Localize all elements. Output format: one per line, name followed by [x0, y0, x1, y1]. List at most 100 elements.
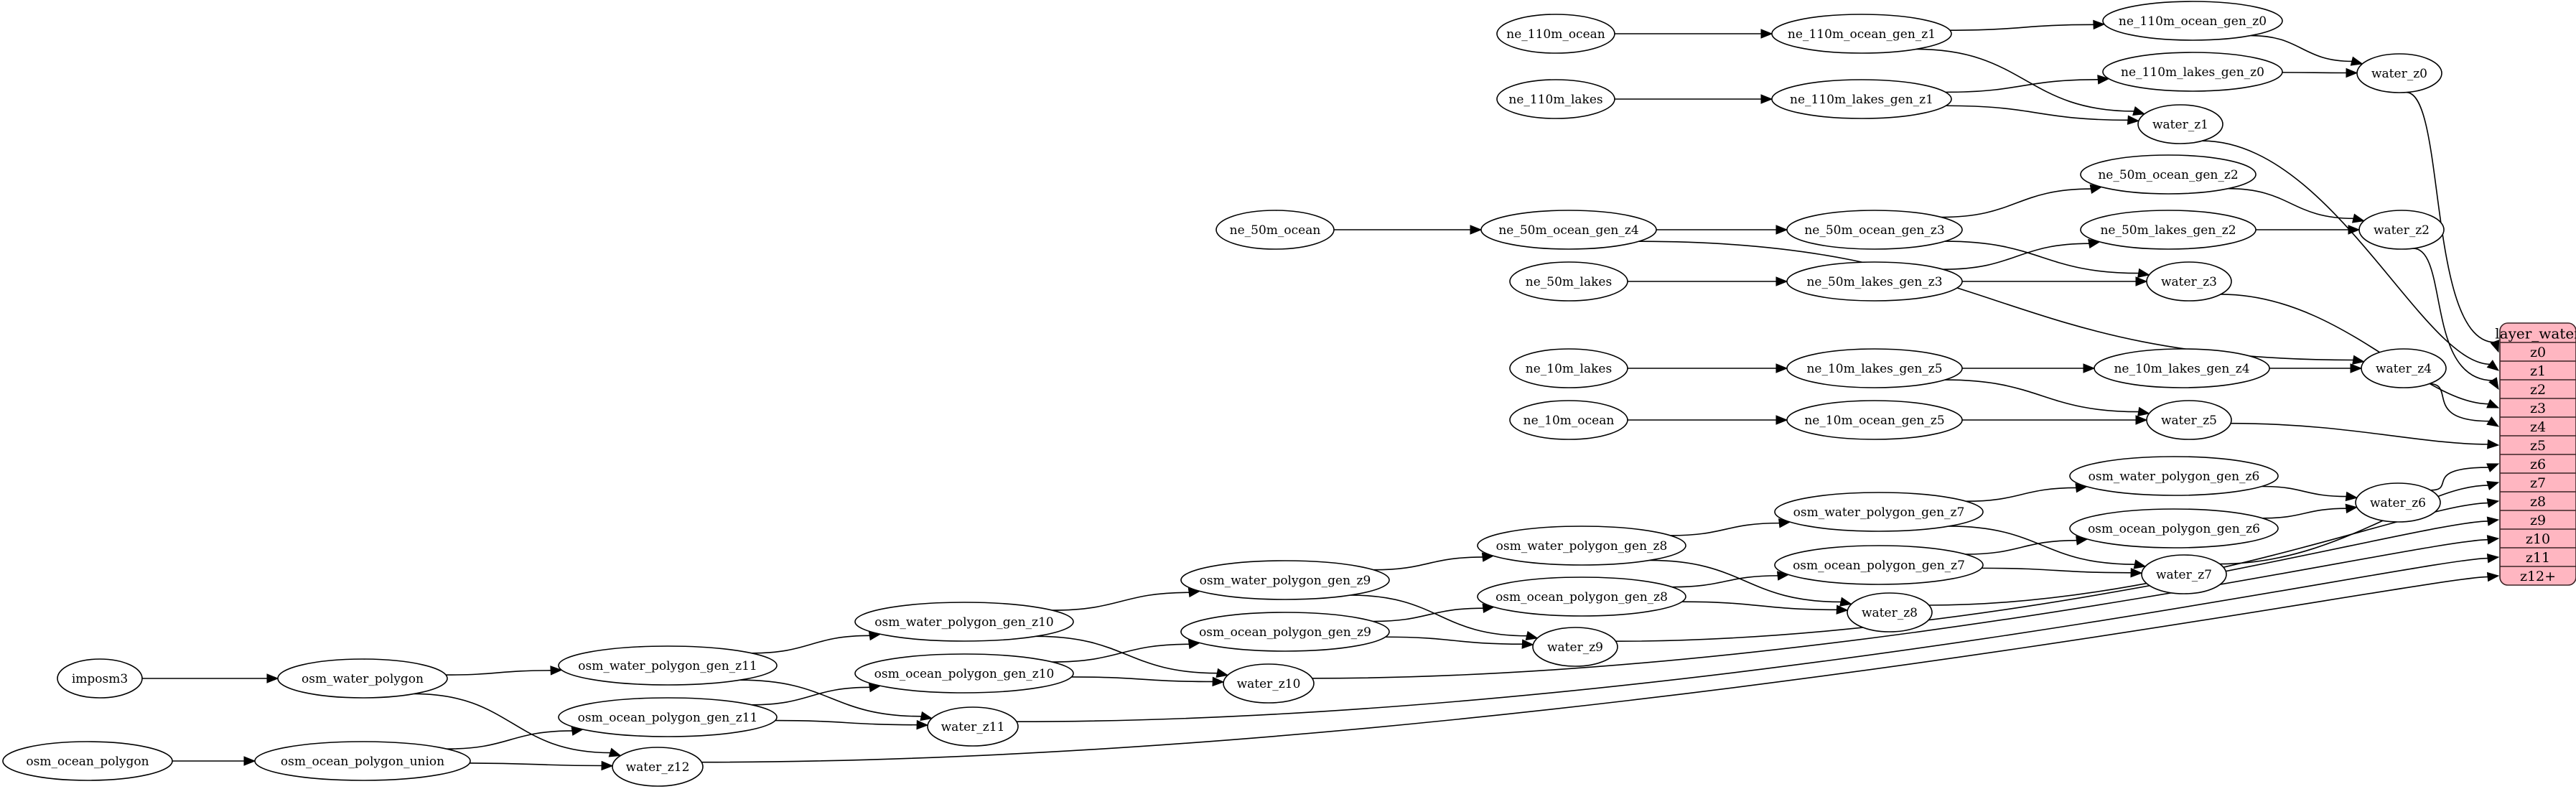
- node-osm_water_polygon_gen_z7[interactable]: osm_water_polygon_gen_z7: [1774, 492, 1984, 532]
- node-osm_ocean_polygon_gen_z9[interactable]: osm_ocean_polygon_gen_z9: [1180, 612, 1390, 652]
- node-shape: [1786, 348, 1963, 388]
- edge-osm_water_polygon-to-water_z12: [414, 693, 611, 754]
- node-ne_110m_lakes_gen_z1[interactable]: ne_110m_lakes_gen_z1: [1771, 79, 1952, 119]
- record-row-z3[interactable]: z3: [2530, 401, 2546, 416]
- node-label: ne_110m_lakes: [1508, 93, 1602, 107]
- node-water_z4[interactable]: water_z4: [2361, 348, 2447, 388]
- node-osm_ocean_polygon[interactable]: osm_ocean_polygon: [2, 741, 173, 781]
- record-row-z6[interactable]: z6: [2530, 457, 2546, 472]
- node-water_z10[interactable]: water_z10: [1223, 663, 1315, 704]
- edge-arrowhead: [2486, 398, 2500, 408]
- edge-arrowhead: [2486, 516, 2500, 526]
- node-water_z12[interactable]: water_z12: [612, 747, 704, 787]
- node-water_z6[interactable]: water_z6: [2355, 482, 2441, 523]
- node-ne_50m_lakes_gen_z2[interactable]: ne_50m_lakes_gen_z2: [2080, 210, 2257, 250]
- edge-water_z4-to-layer_water-z4: [2429, 383, 2491, 422]
- node-ne_110m_lakes_gen_z0[interactable]: ne_110m_lakes_gen_z0: [2102, 52, 2283, 92]
- record-row-z9[interactable]: z9: [2530, 513, 2546, 528]
- node-ne_110m_lakes[interactable]: ne_110m_lakes: [1496, 79, 1615, 119]
- node-ne_10m_ocean_gen_z5[interactable]: ne_10m_ocean_gen_z5: [1786, 400, 1963, 440]
- edge-ne_50m_ocean_gen_z3-to-water_z3: [1944, 241, 2139, 274]
- record-row-z8[interactable]: z8: [2530, 494, 2546, 510]
- node-water_z11[interactable]: water_z11: [927, 706, 1019, 747]
- node-label: imposm3: [72, 672, 128, 686]
- node-osm_water_polygon[interactable]: osm_water_polygon: [277, 658, 448, 699]
- edge-arrowhead: [1215, 668, 1229, 678]
- node-water_z7[interactable]: water_z7: [2141, 554, 2227, 594]
- node-imposm3[interactable]: imposm3: [57, 658, 143, 699]
- edge-ne_110m_lakes_gen_z1-to-water_z1: [1946, 105, 2129, 121]
- record-row-z4[interactable]: z4: [2530, 419, 2546, 435]
- record-row-z5[interactable]: z5: [2530, 438, 2546, 454]
- edge-arrowhead: [2135, 415, 2148, 425]
- node-label: water_z9: [1547, 640, 1603, 655]
- node-shape: [1786, 210, 1963, 250]
- node-shape: [1771, 14, 1952, 54]
- node-label: osm_ocean_polygon_gen_z10: [874, 667, 1055, 681]
- record-row-z7[interactable]: z7: [2530, 475, 2546, 491]
- edge-arrowhead: [2487, 439, 2500, 449]
- node-osm_ocean_polygon_gen_z7[interactable]: osm_ocean_polygon_gen_z7: [1774, 545, 1984, 585]
- node-water_z8[interactable]: water_z8: [1847, 592, 1933, 632]
- node-shape: [2069, 456, 2279, 496]
- edge-osm_ocean_polygon_gen_z9-to-water_z9: [1385, 636, 1523, 645]
- node-osm_ocean_polygon_gen_z8[interactable]: osm_ocean_polygon_gen_z8: [1477, 576, 1686, 617]
- node-water_z5[interactable]: water_z5: [2146, 400, 2232, 440]
- node-osm_water_polygon_gen_z11[interactable]: osm_water_polygon_gen_z11: [558, 645, 778, 686]
- node-ne_50m_lakes[interactable]: ne_50m_lakes: [1509, 261, 1628, 302]
- node-shape: [2102, 1, 2283, 41]
- node-water_z2[interactable]: water_z2: [2358, 210, 2445, 250]
- node-water_z9[interactable]: water_z9: [1532, 627, 1618, 667]
- record-row-z12+[interactable]: z12+: [2520, 569, 2556, 584]
- edge-arrowhead: [2135, 276, 2148, 286]
- record-row-z10[interactable]: z10: [2526, 531, 2550, 547]
- node-water_z0[interactable]: water_z0: [2356, 53, 2442, 93]
- node-ne_10m_ocean[interactable]: ne_10m_ocean: [1509, 400, 1628, 440]
- edge-osm_water_polygon_gen_z8-to-osm_water_polygon_gen_z7: [1670, 522, 1781, 536]
- node-label: water_z10: [1237, 677, 1301, 691]
- node-ne_10m_lakes_gen_z4[interactable]: ne_10m_lakes_gen_z4: [2094, 348, 2270, 388]
- nodes-layer: ne_110m_ocean ne_110m_ocean_gen_z1 ne_110m…: [2, 1, 2447, 787]
- node-ne_50m_ocean_gen_z4[interactable]: ne_50m_ocean_gen_z4: [1480, 210, 1657, 250]
- edge-arrowhead: [1521, 639, 1534, 649]
- node-shape: [1223, 663, 1315, 704]
- node-ne_110m_ocean_gen_z0[interactable]: ne_110m_ocean_gen_z0: [2102, 1, 2283, 41]
- node-shape: [2080, 210, 2257, 250]
- record-row-z2[interactable]: z2: [2530, 382, 2546, 398]
- edge-osm_water_polygon_gen_z6-to-water_z6: [2262, 485, 2347, 498]
- node-osm_water_polygon_gen_z10[interactable]: osm_water_polygon_gen_z10: [854, 602, 1074, 642]
- node-ne_50m_ocean[interactable]: ne_50m_ocean: [1215, 210, 1335, 250]
- node-ne_110m_ocean[interactable]: ne_110m_ocean: [1496, 14, 1615, 54]
- node-ne_10m_lakes[interactable]: ne_10m_lakes: [1509, 348, 1628, 388]
- node-label: ne_50m_ocean_gen_z4: [1498, 223, 1638, 238]
- node-shape: [277, 658, 448, 699]
- node-water_z1[interactable]: water_z1: [2137, 104, 2223, 144]
- node-label: osm_ocean_polygon_gen_z9: [1199, 625, 1371, 640]
- node-osm_ocean_polygon_gen_z6[interactable]: osm_ocean_polygon_gen_z6: [2069, 508, 2279, 548]
- record-row-z0[interactable]: z0: [2530, 345, 2546, 360]
- node-shape: [927, 706, 1019, 747]
- edge-arrowhead: [2130, 567, 2143, 578]
- node-osm_water_polygon_gen_z6[interactable]: osm_water_polygon_gen_z6: [2069, 456, 2279, 496]
- record-row-z11[interactable]: z11: [2526, 550, 2550, 566]
- record-row-z1[interactable]: z1: [2530, 363, 2546, 379]
- node-ne_50m_ocean_gen_z2[interactable]: ne_50m_ocean_gen_z2: [2080, 154, 2257, 195]
- node-ne_50m_ocean_gen_z3[interactable]: ne_50m_ocean_gen_z3: [1786, 210, 1963, 250]
- node-osm_ocean_polygon_gen_z10[interactable]: osm_ocean_polygon_gen_z10: [854, 653, 1074, 694]
- edge-ne_110m_ocean_gen_z1-to-water_z1: [1915, 48, 2135, 112]
- edge-ne_110m_lakes_gen_z1-to-ne_110m_lakes_gen_z0: [1945, 78, 2099, 93]
- node-osm_ocean_polygon_gen_z11[interactable]: osm_ocean_polygon_gen_z11: [558, 697, 778, 737]
- node-shape: [1847, 592, 1933, 632]
- edge-arrowhead: [2133, 559, 2147, 569]
- node-ne_110m_ocean_gen_z1[interactable]: ne_110m_ocean_gen_z1: [1771, 14, 1952, 54]
- node-ne_10m_lakes_gen_z5[interactable]: ne_10m_lakes_gen_z5: [1786, 348, 1963, 388]
- node-shape: [1509, 400, 1628, 440]
- edge-arrowhead: [2486, 416, 2500, 427]
- node-water_z3[interactable]: water_z3: [2146, 261, 2232, 302]
- node-osm_water_polygon_gen_z9[interactable]: osm_water_polygon_gen_z9: [1180, 560, 1390, 600]
- node-osm_ocean_polygon_union[interactable]: osm_ocean_polygon_union: [254, 741, 471, 781]
- node-ne_50m_lakes_gen_z3[interactable]: ne_50m_lakes_gen_z3: [1786, 261, 1963, 302]
- record-node-layer-water[interactable]: layer_waterz0z1z2z3z4z5z6z7z8z9z10z11z12…: [2495, 322, 2576, 586]
- node-osm_water_polygon_gen_z8[interactable]: osm_water_polygon_gen_z8: [1477, 526, 1686, 566]
- edge-osm_ocean_polygon_gen_z10-to-water_z10: [1071, 676, 1214, 683]
